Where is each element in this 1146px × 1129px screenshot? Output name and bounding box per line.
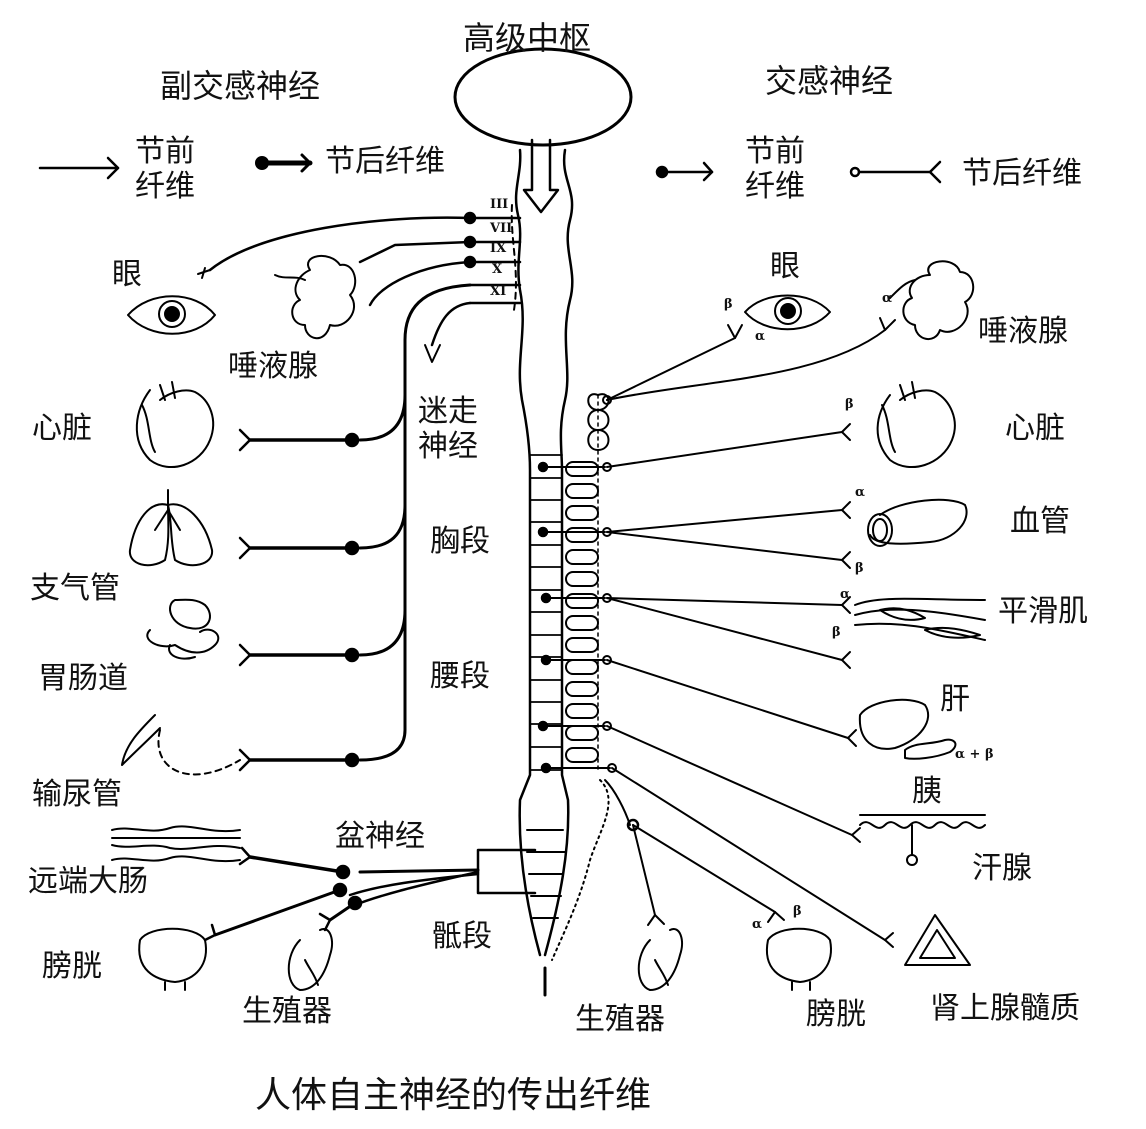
right-pancreas-sketch [904,738,957,760]
right-heart-sketch [876,381,956,469]
symp-eye-label: 眼 [770,249,800,284]
para-heart-label: 心脏 [32,411,92,446]
cranial-nerve-3: III [490,197,509,212]
vagus-to-bronchi [358,503,407,550]
post-to-eye [208,216,472,272]
legend-symp-pre [655,161,714,182]
right-receptor-tips [727,317,896,948]
symp-smooth-muscle-label: 平滑肌 [998,594,1088,629]
receptor-pancreas-alpha-beta: α + β [955,747,994,762]
para-genital-label: 生殖器 [242,994,332,1029]
para-ureter-label: 输尿管 [32,777,122,812]
cranial-nerve-9: IX [490,241,507,256]
left-genital-sketch [287,928,333,991]
para-bronchi-label: 支气管 [30,571,120,606]
receptor-bladder-beta: β [793,904,802,919]
cranial-nerve-10: X [492,262,503,277]
sympathetic-title: 交感神经 [765,62,894,100]
left-eye-sketch [127,295,216,335]
right-eye-sketch [744,294,831,331]
right-smooth-muscle-sketch [854,597,986,641]
receptor-eye-alpha: α [755,329,766,344]
right-salivary-sketch [889,260,975,340]
para-eye-label: 眼 [112,257,142,292]
receptor-vessel-alpha: α [855,485,866,500]
symp-adrenal-label: 肾上腺髓质 [930,991,1080,1026]
para-gi-label: 胃肠道 [38,661,128,696]
parasympathetic-title: 副交感神经 [160,67,321,105]
sacral-label: 骶段 [432,919,492,954]
cranial-nerve-7: VII [490,221,513,236]
para-salivary-label: 唾液腺 [228,349,318,384]
splanchnic-dotted [551,779,610,961]
left-bladder-sketch [138,927,207,991]
thoracic-label: 胸段 [430,524,490,559]
receptor-eye-beta: β [724,297,733,312]
para-colon-label: 远端大肠 [28,864,148,899]
spinal-cord-right-edge [543,148,574,957]
receptor-bladder-alpha: α [752,917,763,932]
left-ganglia [238,428,360,772]
vagus-to-gi [358,608,407,657]
legend-para-post-label: 节后纤维 [325,144,445,179]
pelvic-nerve-label: 盆神经 [335,819,425,854]
post-to-salivary [358,240,472,264]
higher-center-label: 高级中枢 [463,19,592,57]
legend-para-pre-label: 节前 纤维 [135,134,195,204]
vagus-trunk [358,283,472,762]
vagus-label: 迷走 神经 [418,394,478,464]
symp-genital-label: 生殖器 [575,1002,665,1037]
right-liver-sketch [858,698,930,750]
left-colon-sketch [111,825,241,863]
symp-bladder-label: 膀胱 [806,997,866,1032]
para-bladder-label: 膀胱 [42,949,102,984]
vagus-to-heart [358,393,407,442]
pelvic-nerve [358,868,480,874]
left-ureter-sketch [121,714,241,776]
spinal-cord-left-edge [514,148,542,957]
symp-sweat-label: 汗腺 [972,851,1032,886]
sacral-segments [526,829,566,919]
symp-liver-label: 肝 [940,682,970,717]
symp-heart-label: 心脏 [1005,411,1065,446]
right-postganglionic [602,329,886,941]
left-heart-sketch [135,381,215,469]
lumbar-label: 腰段 [430,659,490,694]
descending-arrow [522,138,560,214]
legend-para-pre [38,156,120,180]
right-bladder-sketch [765,927,832,991]
receptor-salivary-alpha: α [882,291,893,306]
receptor-heart-beta: β [845,397,854,412]
figure-title: 人体自主神经的传出纤维 [255,1075,652,1116]
receptor-vessel-beta: β [855,561,864,576]
right-genital-sketch [637,928,683,991]
right-vessel-sketch [867,498,968,547]
receptor-muscle-beta: β [832,625,841,640]
sympathetic-chain-ganglia [565,461,599,763]
legend-symp-post [849,160,942,184]
legend-symp-post-label: 节后纤维 [962,156,1082,191]
symp-salivary-label: 唾液腺 [978,314,1068,349]
cranial-nerve-11: XI [490,284,507,299]
left-lung-sketch [128,489,214,567]
left-salivary-sketch [274,254,357,340]
legend-para-post [255,153,313,173]
receptor-muscle-alpha: α [840,587,851,602]
symp-pancreas-label: 胰 [912,774,942,809]
higher-center-oval [453,47,633,147]
right-sweat-gland-sketch [859,814,986,866]
symp-vessel-label: 血管 [1010,504,1070,539]
cranial-nerve-lines [468,216,522,305]
left-gi-sketch [146,598,220,660]
legend-symp-pre-label: 节前 纤维 [745,134,805,204]
right-adrenal-sketch [904,914,971,966]
cord-dashed-midline [510,204,517,311]
